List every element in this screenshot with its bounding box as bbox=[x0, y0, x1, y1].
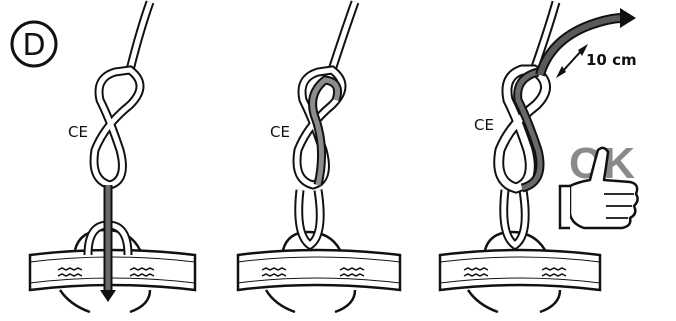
figure-eight-knot bbox=[493, 64, 551, 194]
ce-mark: CE bbox=[270, 123, 290, 141]
tail-direction-arrow bbox=[620, 8, 636, 28]
thumbs-up-icon bbox=[558, 146, 639, 230]
tail-length-label: 10 cm bbox=[586, 51, 637, 69]
svg-text:CE: CE bbox=[474, 116, 494, 134]
tail-length-indicator: 10 cm bbox=[556, 44, 637, 78]
svg-text:CE: CE bbox=[68, 123, 88, 141]
ce-mark: CE bbox=[68, 123, 88, 141]
figure-eight-knot bbox=[292, 65, 347, 190]
approval-indicator: OK bbox=[558, 139, 639, 230]
panel-1: CE bbox=[28, 0, 197, 314]
panel-3: 10 cm CE bbox=[438, 0, 637, 314]
harness-webbing bbox=[236, 230, 402, 314]
step-badge-label: D bbox=[22, 28, 45, 63]
figure-eight-knot bbox=[89, 65, 145, 190]
direction-arrow-down bbox=[100, 290, 116, 302]
harness-webbing bbox=[438, 230, 602, 314]
svg-text:CE: CE bbox=[270, 123, 290, 141]
panel-2: CE bbox=[236, 0, 402, 314]
ce-mark: CE bbox=[474, 116, 494, 134]
step-badge: D bbox=[10, 20, 58, 68]
